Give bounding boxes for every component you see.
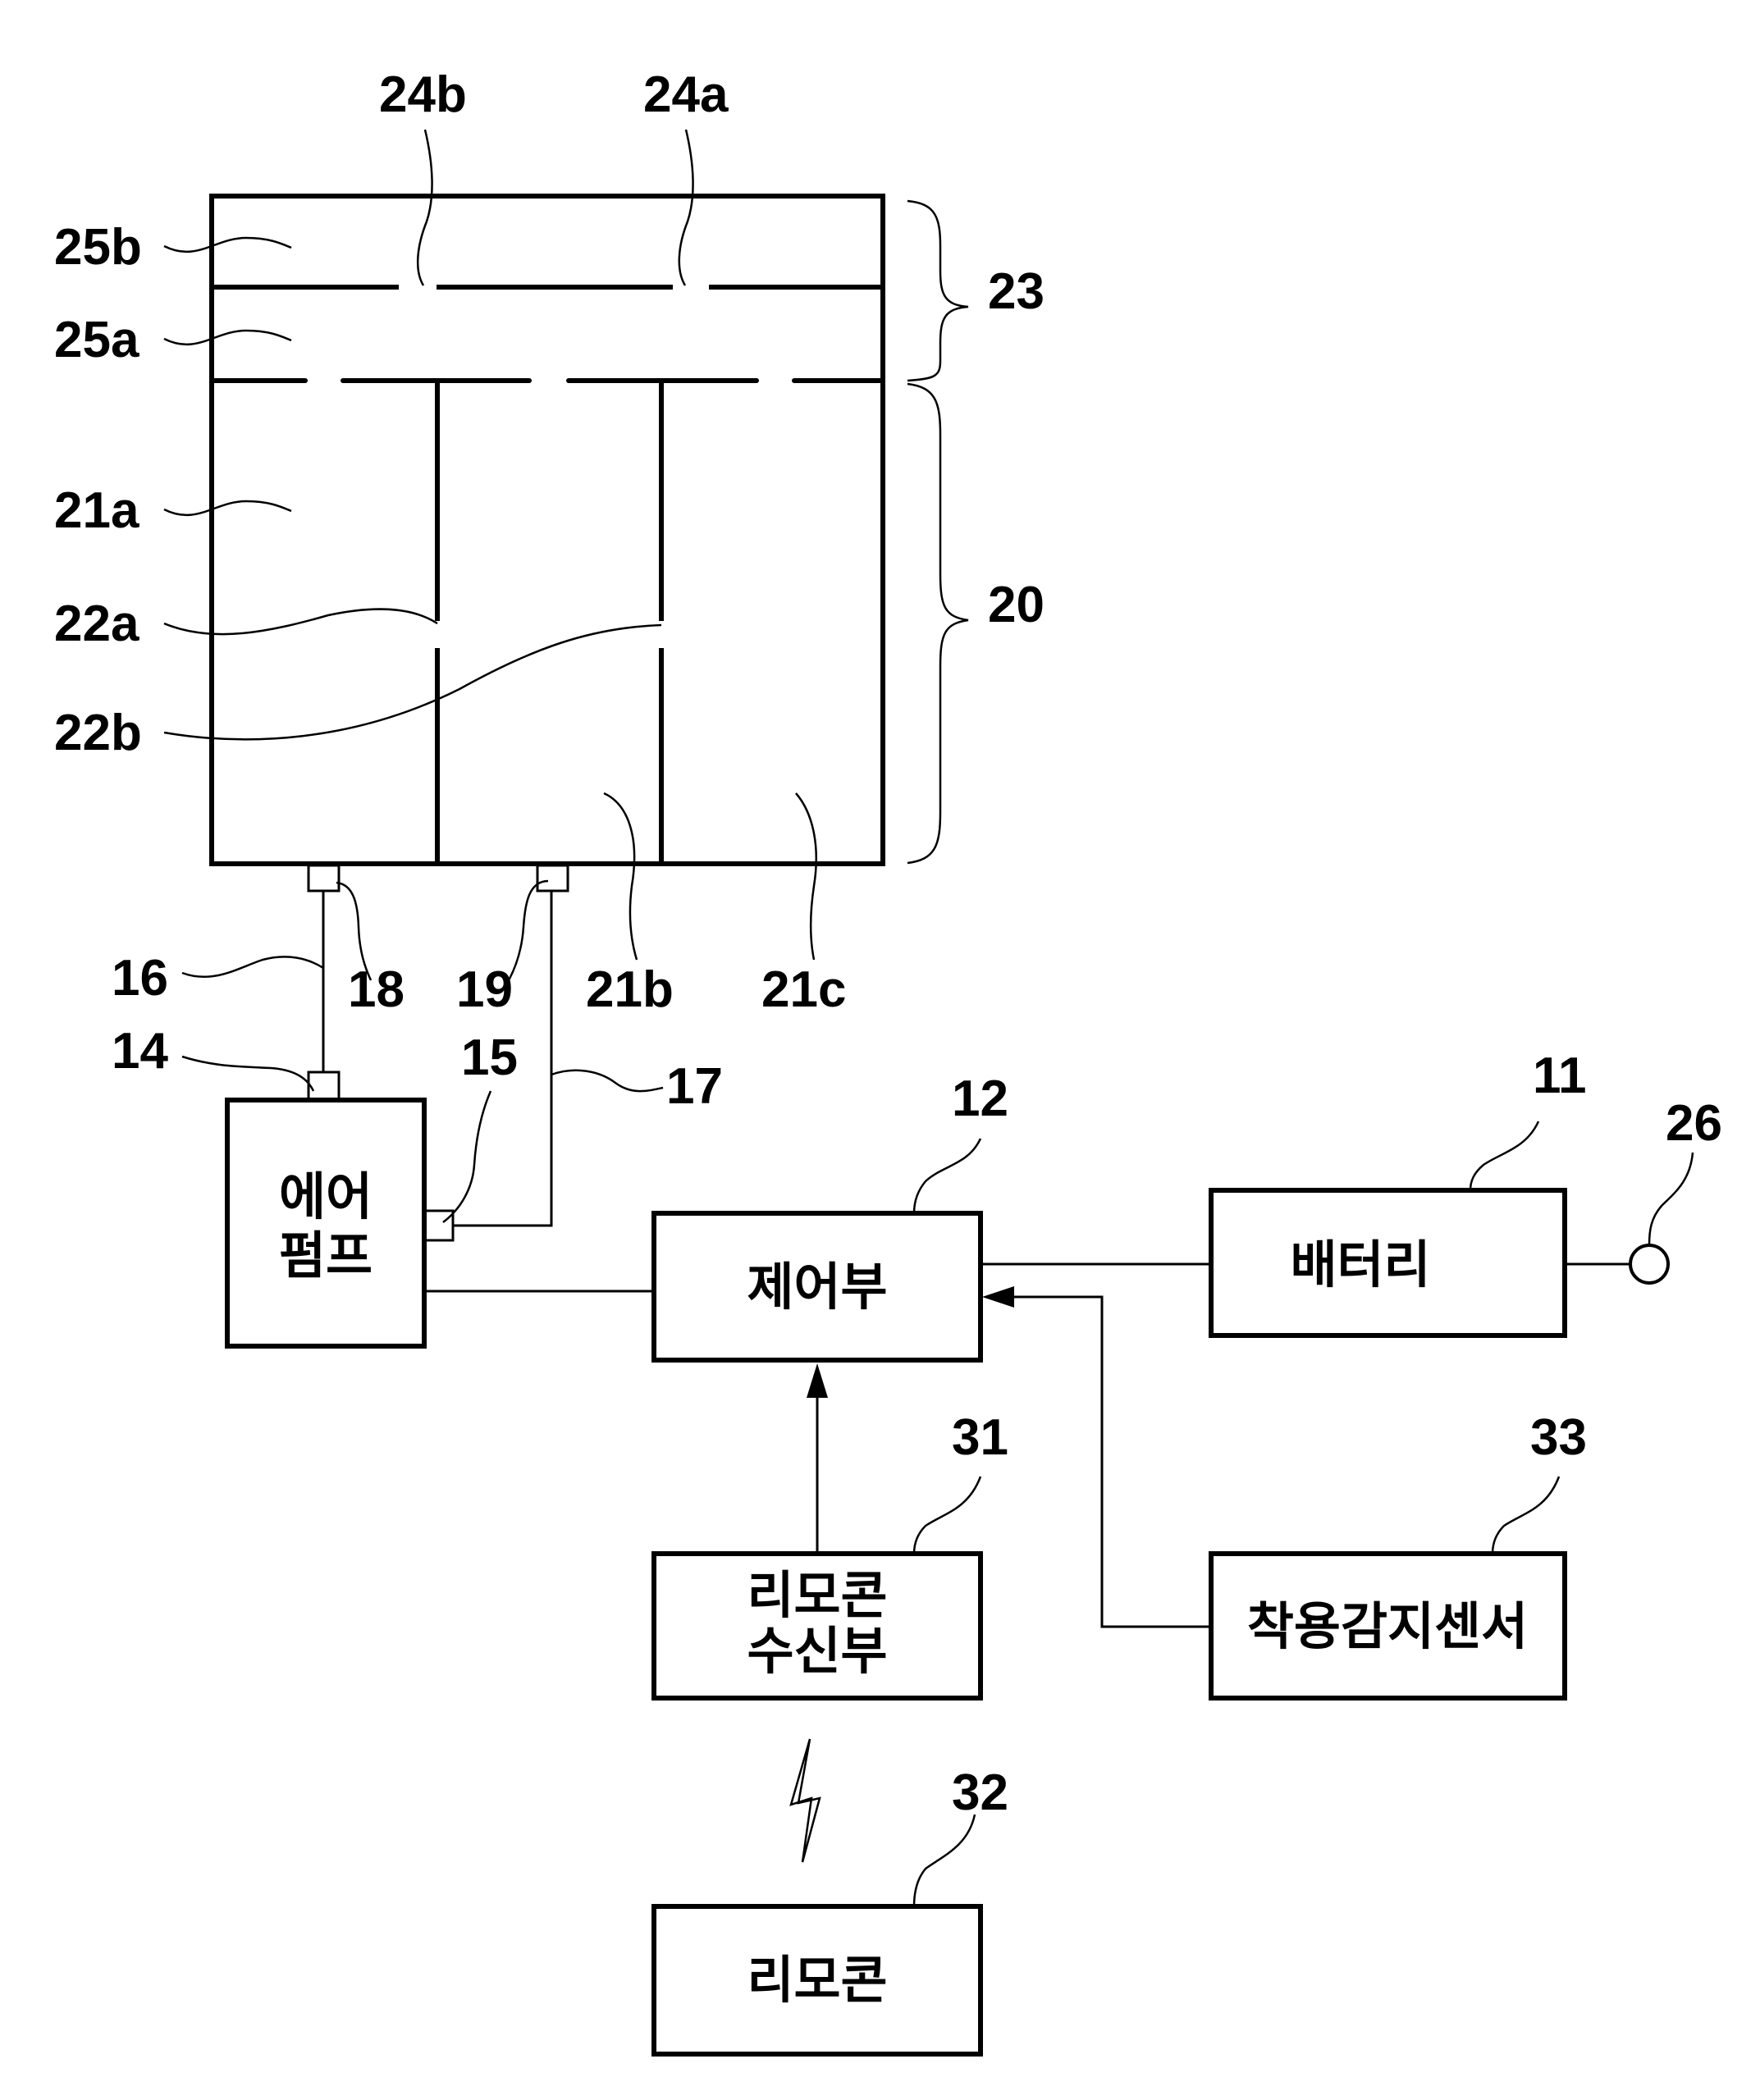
cushion-outline xyxy=(209,194,885,866)
controller-label: 제어부 xyxy=(747,1257,887,1317)
arrowhead-up-icon xyxy=(807,1363,828,1398)
air-pump-label-line2: 펌프 xyxy=(279,1226,373,1285)
air-pump-label-line1: 에어 xyxy=(279,1166,373,1226)
brace-upper-cushion xyxy=(907,199,969,382)
remote-receiver-label-line2: 수신부 xyxy=(747,1621,887,1681)
ref-21b: 21b xyxy=(586,961,674,1018)
brace-lower-cushion xyxy=(907,382,969,865)
sensor-to-controller-arrow xyxy=(1009,1295,1211,1628)
ref-26: 26 xyxy=(1666,1095,1722,1152)
air-pump-box xyxy=(225,1098,427,1349)
leader-22b xyxy=(163,623,662,741)
leader-19 xyxy=(507,879,549,981)
battery-box xyxy=(1209,1188,1567,1338)
leader-15 xyxy=(442,1090,492,1223)
ref-11: 11 xyxy=(1533,1048,1587,1104)
leader-24a xyxy=(678,129,694,286)
cushion-assembly xyxy=(209,194,969,892)
ref-14: 14 xyxy=(112,1023,168,1080)
leader-12 xyxy=(912,1138,982,1214)
ref-20: 20 xyxy=(988,577,1045,633)
leader-lines xyxy=(163,129,1694,1907)
ref-12: 12 xyxy=(952,1071,1008,1127)
ref-15: 15 xyxy=(461,1029,518,1086)
leader-24b xyxy=(416,129,433,286)
ref-21c: 21c xyxy=(761,961,846,1018)
leader-17 xyxy=(551,1069,664,1093)
leader-21b xyxy=(603,792,638,961)
leader-32 xyxy=(912,1814,976,1907)
leader-33 xyxy=(1491,1476,1561,1554)
remote-box xyxy=(651,1904,983,2057)
wear-sensor-box xyxy=(1209,1551,1567,1701)
leader-21c xyxy=(795,792,817,961)
ref-23: 23 xyxy=(988,263,1045,320)
remote-receiver-label-line1: 리모콘 xyxy=(747,1565,887,1625)
leader-25b xyxy=(163,236,292,253)
ref-21a: 21a xyxy=(54,482,139,539)
leader-22a xyxy=(163,608,438,636)
leader-26 xyxy=(1648,1152,1694,1246)
port-14 xyxy=(307,1071,341,1102)
remote-receiver-box xyxy=(651,1551,983,1701)
ref-25a: 25a xyxy=(54,312,139,368)
leader-25a xyxy=(163,329,292,346)
ref-24b: 24b xyxy=(379,66,467,123)
leader-16 xyxy=(181,956,324,979)
reference-numerals: 24b 24a 25b 25a 23 21a 22a 20 22b 16 18 … xyxy=(54,66,1722,1821)
wear-sensor-label: 착용감지센서 xyxy=(1247,1596,1528,1656)
controller-box xyxy=(651,1211,983,1363)
ref-22a: 22a xyxy=(54,596,139,652)
leader-18 xyxy=(336,881,373,981)
tube-17 xyxy=(453,891,553,1227)
ref-32: 32 xyxy=(952,1764,1008,1821)
ref-33: 33 xyxy=(1530,1409,1587,1466)
ref-19: 19 xyxy=(456,961,513,1018)
leader-14 xyxy=(181,1055,315,1092)
leader-31 xyxy=(912,1476,982,1554)
ref-31: 31 xyxy=(952,1409,1008,1466)
leader-21a xyxy=(163,500,292,517)
charging-terminal-icon xyxy=(1629,1244,1670,1285)
port-15 xyxy=(423,1209,455,1242)
leader-11 xyxy=(1469,1121,1540,1191)
arrowhead-left-icon xyxy=(982,1286,1014,1308)
port-19 xyxy=(536,864,569,892)
port-18 xyxy=(307,864,341,892)
ref-25b: 25b xyxy=(54,219,142,276)
wireless-signal-icon xyxy=(789,1738,821,1863)
air-pump-block: 에어 펌프 xyxy=(225,1071,455,1349)
ref-18: 18 xyxy=(348,961,405,1018)
ref-22b: 22b xyxy=(54,705,142,761)
remote-label: 리모콘 xyxy=(747,1950,887,2010)
battery-label: 배터리 xyxy=(1290,1235,1430,1294)
ref-24a: 24a xyxy=(643,66,729,123)
ref-17: 17 xyxy=(666,1058,723,1115)
ref-16: 16 xyxy=(112,950,168,1007)
